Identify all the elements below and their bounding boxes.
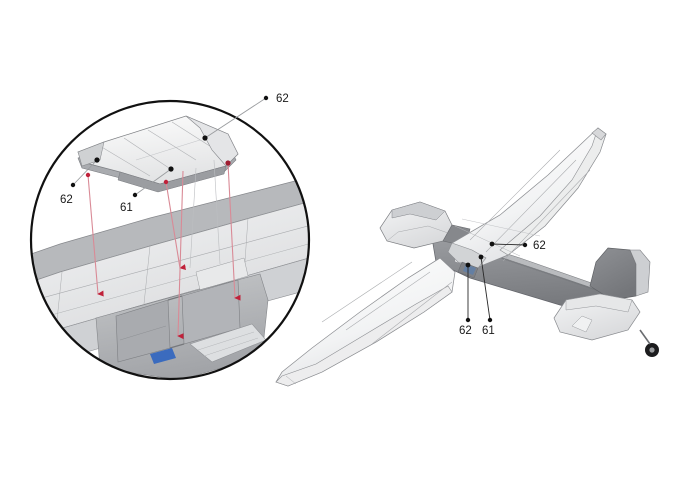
cabin-lower-rib: [169, 343, 185, 349]
detail-callout-62-left[interactable]: 62: [60, 157, 100, 206]
wing-right-rib-1: [469, 149, 561, 241]
leader-line: [134, 168, 172, 196]
wing-right-spar-line: [454, 225, 521, 257]
assembly-guide-line-1: [189, 167, 197, 269]
aircraft-callouts: 62 62 61: [459, 240, 546, 337]
leader-line: [480, 256, 491, 321]
wing-left-tip-line: [285, 375, 297, 385]
tail-wheel-hub: [649, 347, 655, 353]
leader-origin-dot: [263, 95, 269, 101]
detail-callouts: 62 62 61: [60, 93, 289, 214]
assembly-direction-arrows: [85, 159, 241, 340]
aircraft-callout-62-lower[interactable]: 62: [459, 262, 472, 337]
callout-label: 62: [459, 325, 472, 337]
assembly-arrow-right-origin: [225, 160, 231, 166]
leader-origin-dot: [70, 182, 76, 188]
leader-target-dot: [478, 254, 484, 260]
assembly-arrow-mid-left-origin: [163, 179, 169, 185]
cowl-top: [391, 201, 446, 221]
cabin-seat-line-1: [197, 331, 255, 351]
detail-callout-61[interactable]: 61: [120, 166, 174, 214]
assembly-arrow-left-origin: [85, 172, 91, 178]
callout-label: 62: [276, 93, 289, 105]
wing-left: [275, 257, 456, 387]
detail-callout-62-top[interactable]: 62: [202, 93, 289, 141]
fairing-rib-1: [99, 145, 151, 177]
wing-right: [451, 127, 607, 269]
assembly-guide-line-2: [213, 159, 221, 265]
aircraft-callout-61-lower[interactable]: 61: [478, 254, 495, 337]
leader-target-dot: [94, 157, 100, 163]
exploded-fairing-panel: [77, 115, 239, 193]
detail-circle-outline: [29, 99, 311, 381]
aircraft-callout-62-right[interactable]: 62: [489, 240, 546, 252]
wing-left-rib-1: [345, 271, 431, 331]
callout-label: 61: [482, 325, 495, 337]
leader-origin-dot: [465, 317, 471, 323]
leader-line: [491, 243, 526, 246]
empennage: [553, 247, 659, 357]
assembly-arrow-mid-left: [165, 181, 187, 271]
wing-right-chord-line: [461, 218, 541, 237]
magnified-wing-panel-line-1: [31, 219, 309, 313]
magnified-wing-rib-2: [143, 245, 151, 305]
elevator: [565, 293, 633, 313]
callout-label: 62: [533, 240, 546, 252]
aircraft-overview: 62 62 61: [275, 127, 659, 387]
callout-label: 62: [60, 194, 73, 206]
cabin-seat-line-2: [203, 337, 259, 357]
leader-line: [204, 97, 267, 139]
tail-wheel-strut: [639, 329, 651, 345]
rudder: [629, 249, 651, 297]
wing-right-tip: [591, 127, 607, 141]
wing-right-rib-2: [485, 159, 577, 253]
fairing-panel-skirt: [117, 165, 227, 193]
fairing-rib-3: [147, 129, 197, 161]
wing-left-rib-3: [371, 281, 453, 345]
wing-left-aileron: [275, 285, 453, 387]
leader-origin-dot: [487, 317, 493, 323]
magnified-detail-circle: 62 62 61: [29, 93, 311, 381]
assembly-arrow-left: [87, 174, 104, 297]
elevator-trim-tab: [571, 315, 593, 333]
leader-origin-dot: [132, 192, 138, 198]
leader-target-dot: [168, 166, 174, 172]
leader-target-dot: [465, 262, 471, 268]
fairing-center-crease: [135, 139, 201, 161]
cabin-detail-line: [119, 325, 167, 341]
leader-line: [72, 159, 98, 186]
wing-left-rib-2: [321, 261, 413, 323]
leader-target-dot: [489, 241, 495, 247]
cabin-blue-accent: [150, 348, 176, 364]
wing-right-rib-3: [502, 169, 591, 262]
magnified-cabin-structure: [95, 273, 269, 379]
fairing-rib-4: [171, 121, 217, 151]
wing-right-surface: [451, 127, 607, 269]
callout-label: 61: [120, 202, 133, 214]
assembly-arrow-mid-right: [177, 170, 184, 340]
wing-right-aileron: [499, 127, 607, 256]
leader-target-dot: [202, 135, 208, 141]
fairing-rib-2: [123, 137, 173, 171]
leader-origin-dot: [522, 242, 528, 248]
assembly-arrow-right: [227, 162, 241, 301]
fairing-window-detail: [463, 264, 476, 275]
cowl-seam: [386, 225, 449, 242]
magnified-wing-root-step: [195, 257, 249, 291]
